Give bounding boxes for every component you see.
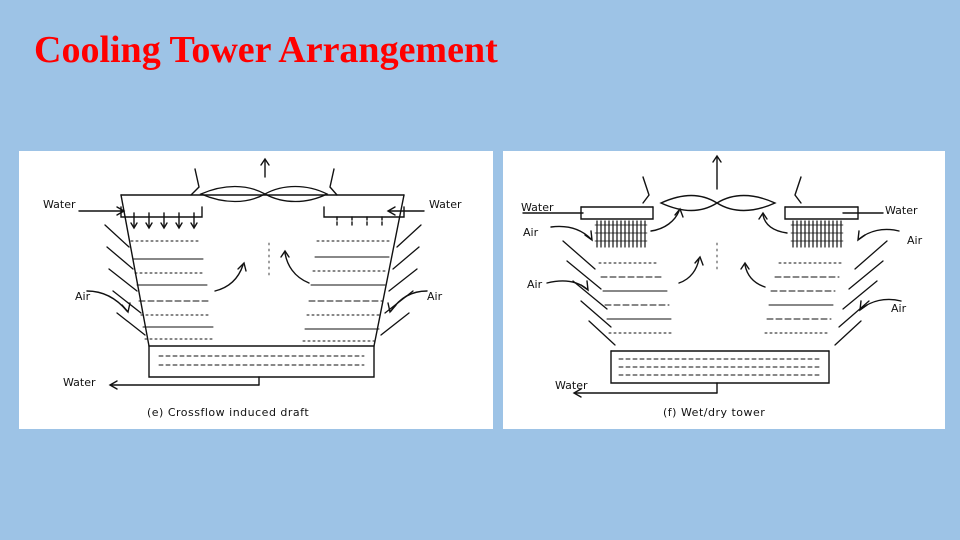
fan-stack-left: [190, 168, 200, 196]
air-upper-arrow-right: [858, 228, 900, 240]
fill-pack-right: [302, 240, 392, 342]
wet-fill-left: [598, 262, 674, 334]
air-upper-arrow-left: [550, 225, 592, 240]
air-right-label: Air: [427, 290, 443, 303]
tower-wall-right: [373, 194, 405, 347]
fill-pack-left: [130, 240, 216, 340]
fan-stack-left: [642, 176, 650, 204]
fan-stack-right: [329, 168, 338, 196]
air-mix-arrow-left: [650, 210, 680, 232]
distribution-basin-right: [323, 206, 405, 218]
tower-wall-left: [120, 194, 150, 347]
water-inlet-right-label: Water: [429, 198, 462, 211]
water-inlet-left-label: Water: [521, 201, 554, 214]
air-mix-arrow-right: [762, 214, 788, 234]
air-in-arrow-left: [86, 290, 128, 312]
crossflow-diagram: Water Water Air Air Water (e) Crossflow …: [19, 151, 493, 429]
slide-title: Cooling Tower Arrangement: [34, 29, 498, 71]
water-inlet-left-label: Water: [43, 198, 76, 211]
crossflow-caption: (e) Crossflow induced draft: [147, 406, 310, 419]
spray-arrows-right: [336, 216, 383, 228]
hot-water-basin-left: [580, 206, 654, 220]
water-outlet-label: Water: [555, 379, 588, 392]
air-left-label: Air: [75, 290, 91, 303]
wet-dry-caption: (f) Wet/dry tower: [663, 406, 766, 419]
wet-fill-right: [764, 262, 844, 334]
cold-water-basin: [148, 345, 375, 378]
dry-coil-right: [790, 220, 844, 248]
louvers-left: [104, 224, 146, 336]
air-exit-arrow-right: [744, 264, 766, 288]
cold-water-basin: [610, 350, 830, 384]
air-left-lower-label: Air: [527, 278, 543, 291]
air-left-upper-label: Air: [523, 226, 539, 239]
louvers-right: [834, 240, 888, 346]
air-exit-arrow-left: [678, 258, 700, 284]
spray-arrows-left: [130, 212, 198, 230]
fan-blade: [659, 194, 777, 212]
distribution-basin-left: [120, 206, 203, 218]
water-inlet-right-label: Water: [885, 204, 918, 217]
hot-water-basin-right: [784, 206, 859, 220]
louvers-left: [562, 240, 616, 346]
water-outlet-label: Water: [63, 376, 96, 389]
wet-dry-drawing: [522, 154, 902, 398]
crossflow-drawing: [78, 157, 428, 390]
air-right-lower-label: Air: [891, 302, 907, 315]
fan-blade: [199, 185, 329, 203]
dry-coil-left: [594, 220, 648, 248]
wet-dry-diagram: Water Water Air Air Air Air Water (f) We…: [503, 151, 945, 429]
air-exit-arrow-right: [284, 252, 310, 284]
air-exit-arrow-left: [214, 264, 244, 292]
air-right-upper-label: Air: [907, 234, 923, 247]
